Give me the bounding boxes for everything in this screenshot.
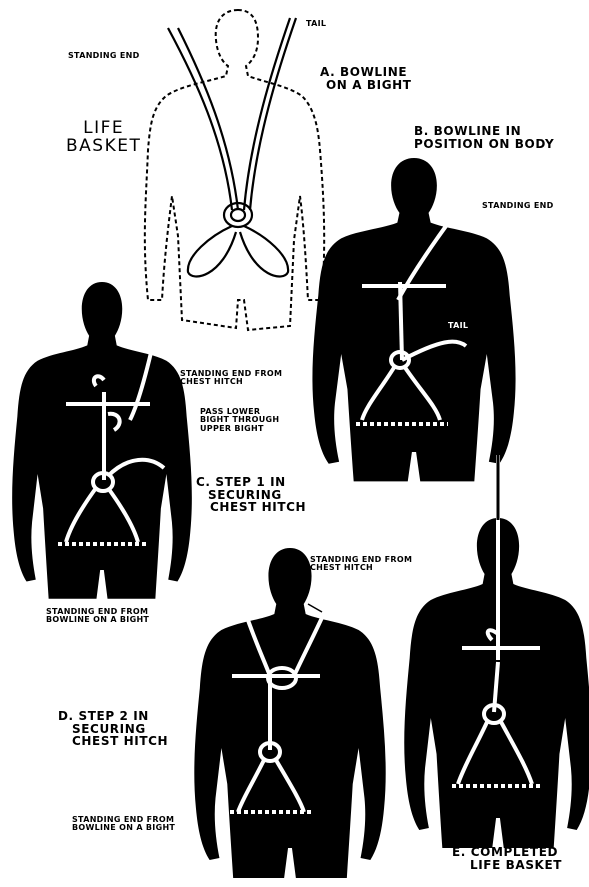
panel-d-standing-end-chest-line-2: CHEST HITCH <box>310 564 412 572</box>
panel-b-tail-label: TAIL <box>448 322 468 330</box>
panel-c-caption-line-1: C. STEP 1 IN <box>196 476 306 489</box>
panel-e-caption: E. COMPLETED LIFE BASKET <box>452 846 562 871</box>
panel-b-caption: B. BOWLINE IN POSITION ON BODY <box>414 125 554 150</box>
panel-d-standing-end-chest-label: STANDING END FROM CHEST HITCH <box>310 556 412 573</box>
title-line-2: BASKET <box>66 138 141 156</box>
panel-a-caption-line-1: A. BOWLINE <box>320 66 412 79</box>
panel-c-standing-end-bowline-line-2: BOWLINE ON A BIGHT <box>46 616 149 624</box>
panel-c-pass-lower-line-3: UPPER BIGHT <box>200 425 279 433</box>
panel-b-standing-end-label: STANDING END <box>482 202 554 210</box>
panel-a-caption: A. BOWLINE ON A BIGHT <box>320 66 412 91</box>
panel-a-figure <box>145 10 324 330</box>
panel-c-standing-end-chest-label: STANDING END FROM CHEST HITCH <box>180 370 282 387</box>
panel-d-caption-line-1: D. STEP 2 IN <box>58 710 168 723</box>
panel-a-standing-end-label: STANDING END <box>68 52 140 60</box>
panel-d-caption: D. STEP 2 IN SECURING CHEST HITCH <box>58 710 168 748</box>
panel-d-caption-line-3: CHEST HITCH <box>58 735 168 748</box>
title: LIFE BASKET <box>66 120 141 156</box>
panel-c-caption: C. STEP 1 IN SECURING CHEST HITCH <box>196 476 306 514</box>
panel-d-standing-end-bowline-label: STANDING END FROM BOWLINE ON A BIGHT <box>72 816 175 833</box>
panel-a-caption-line-2: ON A BIGHT <box>320 79 412 92</box>
panel-e-caption-line-1: E. COMPLETED <box>452 846 562 859</box>
panel-b-caption-line-2: POSITION ON BODY <box>414 138 554 151</box>
panel-e-caption-line-2: LIFE BASKET <box>452 859 562 872</box>
panel-d-standing-end-bowline-line-2: BOWLINE ON A BIGHT <box>72 824 175 832</box>
panel-c-standing-end-chest-line-2: CHEST HITCH <box>180 378 282 386</box>
panel-b-caption-line-1: B. BOWLINE IN <box>414 125 554 138</box>
panel-a-tail-label: TAIL <box>306 20 326 28</box>
panel-a-rope <box>168 18 296 276</box>
panel-c-caption-line-3: CHEST HITCH <box>196 501 306 514</box>
panel-c-standing-end-bowline-label: STANDING END FROM BOWLINE ON A BIGHT <box>46 608 149 625</box>
panel-d-arrow-icon <box>236 596 244 608</box>
panel-d-figure <box>194 548 385 878</box>
panel-c-pass-lower-label: PASS LOWER BIGHT THROUGH UPPER BIGHT <box>200 408 279 433</box>
panel-d-leader-line <box>308 604 322 612</box>
